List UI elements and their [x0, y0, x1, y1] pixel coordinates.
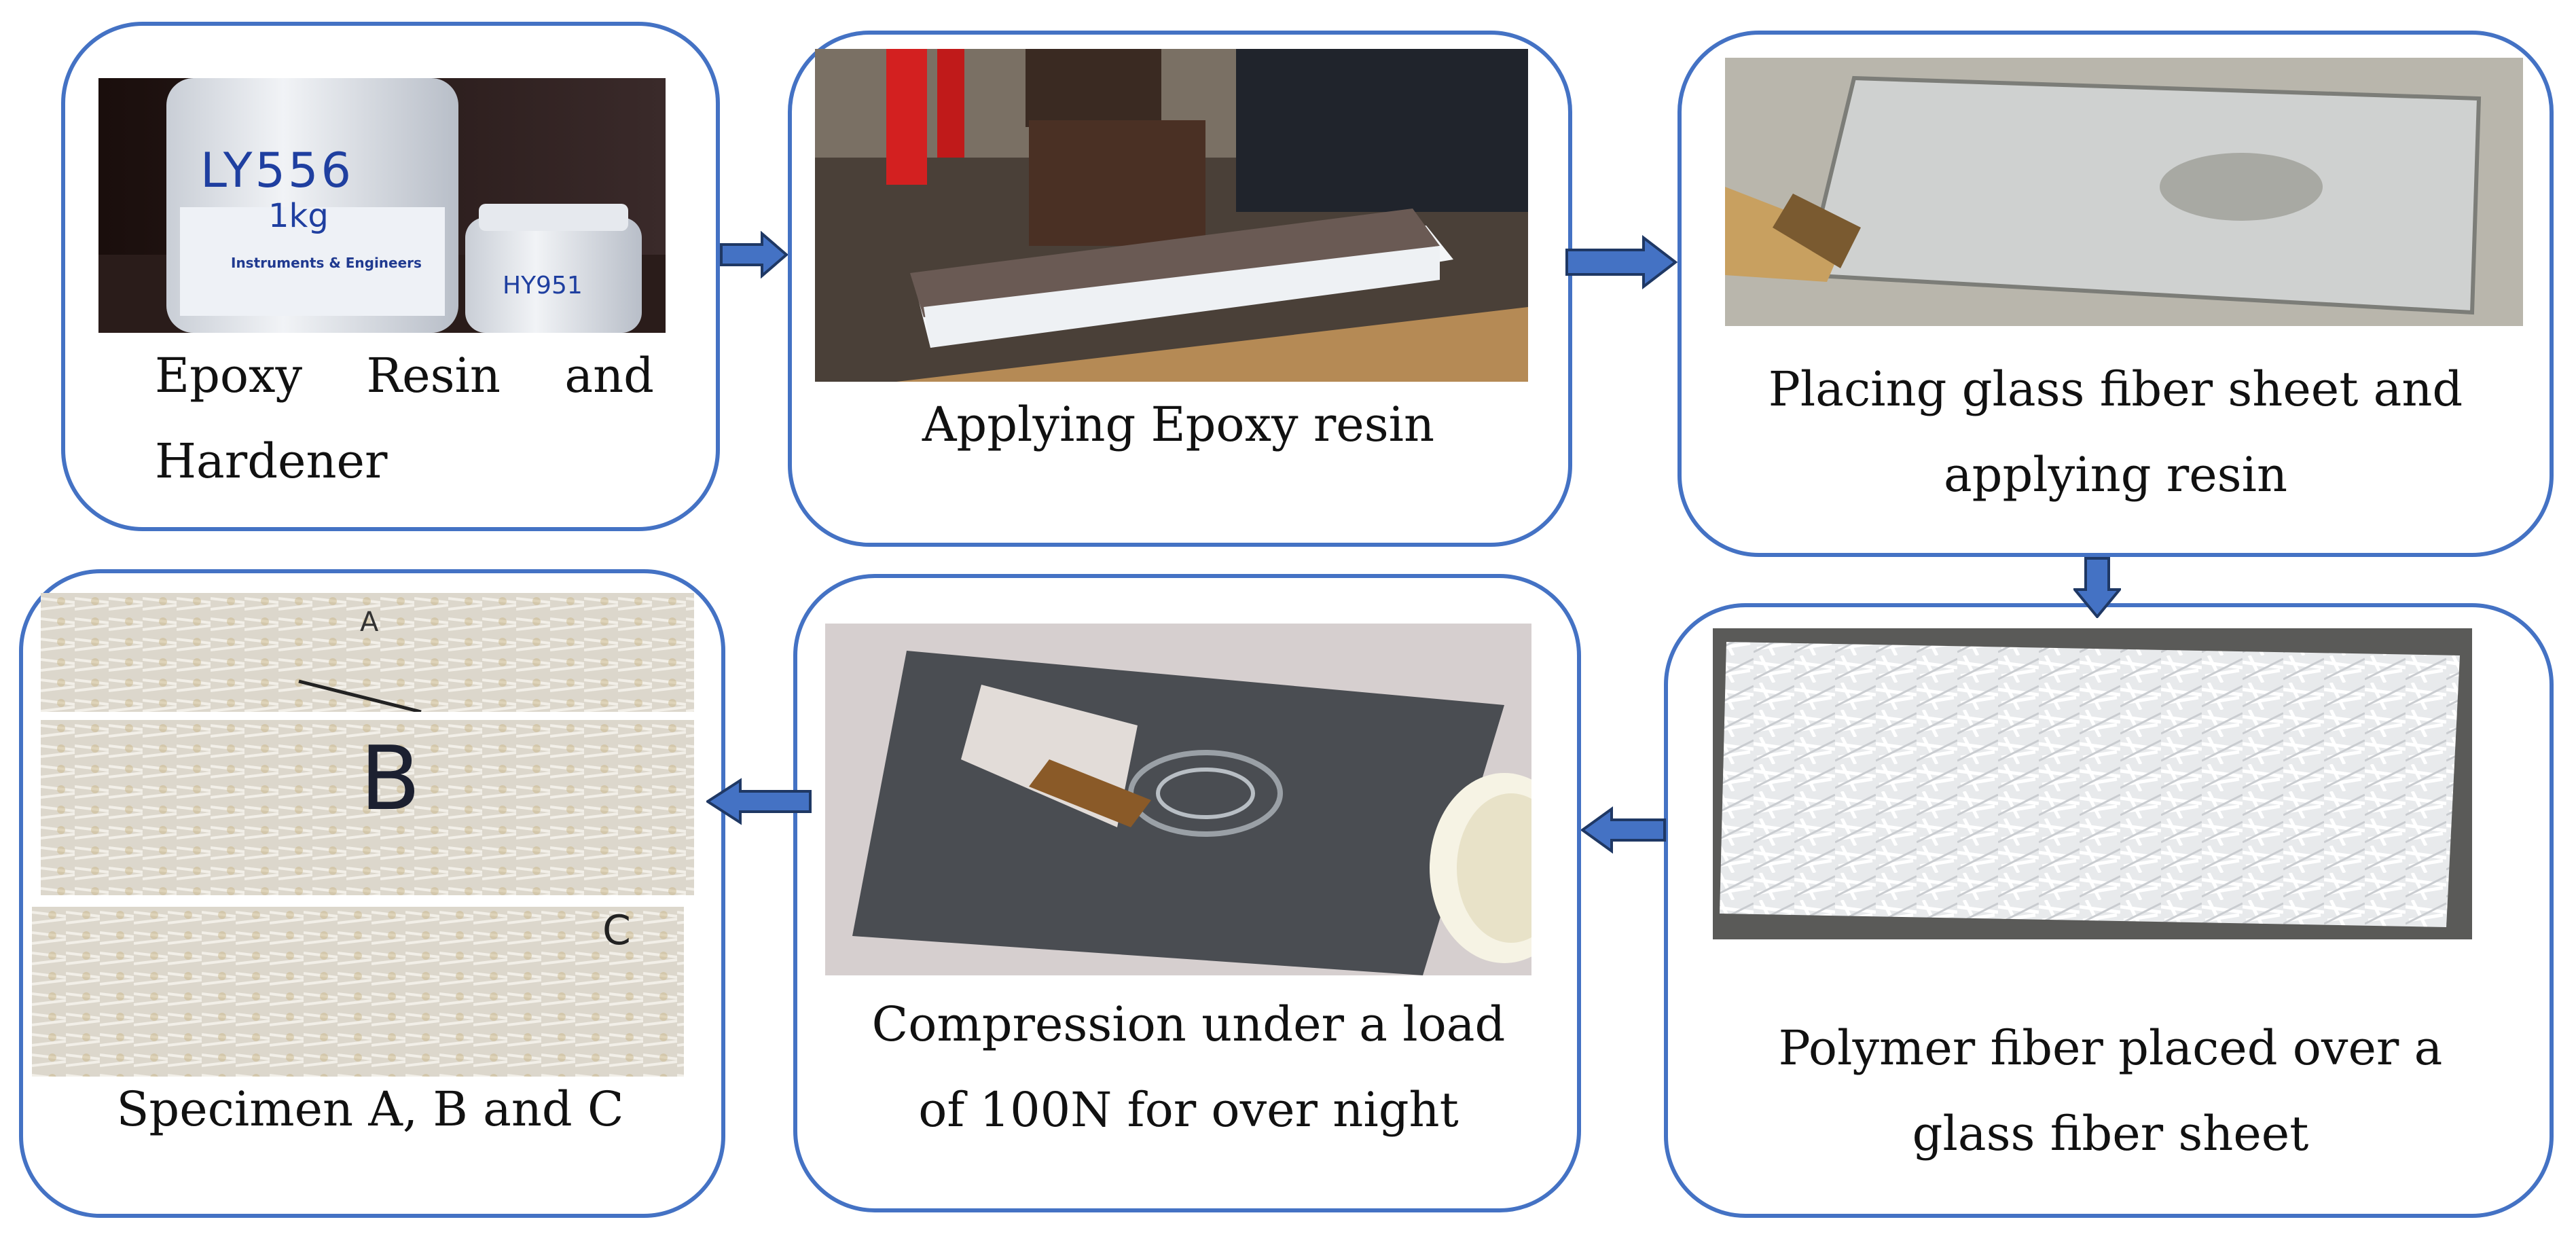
bottle-weight-text: 1kg: [268, 197, 329, 235]
arrow-down-3-to-4: [2073, 557, 2121, 618]
specimen-c-photo: C: [32, 907, 684, 1077]
resin-application-photo: [815, 49, 1528, 382]
glass-fiber-sheet-photo: [1725, 58, 2523, 326]
step-caption-4: Polymer fiber placed over a glass fiber …: [1778, 1020, 2443, 1161]
polymer-fiber-photo: [1713, 628, 2472, 939]
jar-label-text: HY951: [503, 272, 583, 300]
arrow-right-2-to-3: [1565, 235, 1677, 289]
specimen-a-photo: A: [41, 593, 694, 712]
step-caption-3: Placing glass fiber sheet and applying r…: [1768, 361, 2463, 503]
arrow-left-5-to-6: [706, 778, 812, 825]
step-caption-2: Applying Epoxy resin: [922, 397, 1435, 452]
specimen-c-mark: C: [602, 907, 631, 954]
specimen-b-mark: B: [360, 727, 421, 830]
specimen-b-photo: B: [41, 720, 694, 895]
arrow-right-1-to-2: [720, 231, 788, 278]
arrow-left-4-to-5: [1581, 806, 1666, 854]
step-caption-1: Epoxy Resin and Hardener: [155, 348, 654, 489]
bottle-label-text: LY556: [200, 143, 355, 198]
specimen-a-mark: A: [360, 607, 379, 638]
step-caption-5: Compression under a load of 100N for ove…: [871, 996, 1506, 1138]
epoxy-bottles-photo: LY556 1kg Instruments & Engineers HY951: [98, 78, 666, 333]
compression-photo: [825, 624, 1531, 975]
bottle-maker-text: Instruments & Engineers: [231, 255, 422, 271]
step-caption-6: Specimen A, B and C: [116, 1081, 624, 1137]
